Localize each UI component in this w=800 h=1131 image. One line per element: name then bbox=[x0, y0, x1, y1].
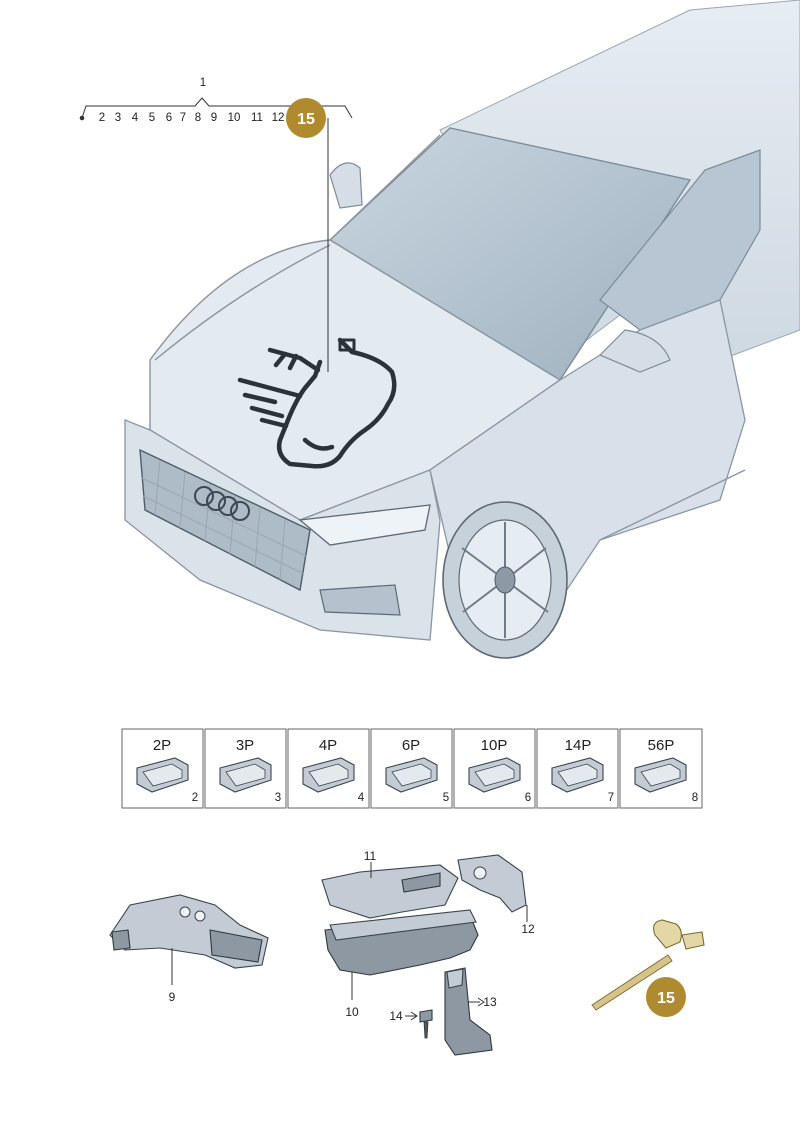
callout-number: 6 bbox=[166, 112, 172, 124]
right-mirror bbox=[598, 329, 671, 373]
callout-number: 3 bbox=[115, 112, 121, 124]
connector-type-label: 2P bbox=[153, 737, 171, 754]
part-10-box[interactable] bbox=[324, 909, 479, 1000]
connector-number: 8 bbox=[692, 792, 698, 804]
callout-number: 4 bbox=[132, 112, 139, 124]
callout-group-label: 1 bbox=[200, 77, 206, 89]
engine-wiring-harness bbox=[237, 337, 397, 469]
connector-box[interactable]: 3P 3 bbox=[204, 728, 287, 809]
connector-icon bbox=[302, 757, 355, 793]
connector-type-label: 14P bbox=[565, 737, 592, 754]
connector-number: 2 bbox=[192, 792, 198, 804]
callout-number: 8 bbox=[195, 112, 201, 124]
callout-number: 10 bbox=[228, 112, 241, 124]
connector-box[interactable]: 6P 5 bbox=[370, 728, 453, 809]
part-number-10: 10 bbox=[345, 1005, 359, 1019]
callout-number: 2 bbox=[99, 112, 105, 124]
left-mirror bbox=[329, 162, 363, 209]
part-11-cover[interactable] bbox=[321, 862, 459, 919]
callout-bracket bbox=[79, 97, 353, 372]
connector-number: 4 bbox=[358, 792, 365, 804]
connector-type-label: 3P bbox=[236, 737, 254, 754]
connector-icon bbox=[219, 757, 272, 793]
part-14-screw[interactable] bbox=[405, 1009, 433, 1039]
connector-box[interactable]: 2P 2 bbox=[121, 728, 204, 809]
callout-number: 7 bbox=[180, 112, 186, 124]
connector-table: 2P 2 3P 3 4P 4 bbox=[121, 728, 703, 809]
connector-icon bbox=[468, 757, 521, 793]
connector-box[interactable]: 4P 4 bbox=[287, 728, 370, 809]
callout-number: 5 bbox=[149, 112, 155, 124]
callout-number: 12 bbox=[272, 112, 285, 124]
front-wheel bbox=[442, 501, 568, 659]
connector-type-label: 6P bbox=[402, 737, 420, 754]
connector-box[interactable]: 14P 7 bbox=[536, 728, 619, 809]
grille bbox=[139, 448, 311, 592]
headlight bbox=[298, 504, 431, 546]
connector-type-label: 56P bbox=[648, 737, 675, 754]
connector-type-label: 10P bbox=[481, 737, 508, 754]
connector-type-label: 4P bbox=[319, 737, 337, 754]
car-illustration bbox=[124, 0, 800, 659]
connector-icon bbox=[136, 757, 189, 793]
connector-icon bbox=[634, 757, 687, 793]
part-13-holder[interactable] bbox=[444, 967, 493, 1056]
callout-number-row: 2 3 4 5 6 7 8 9 10 11 12 bbox=[99, 112, 285, 124]
part-15-cable-tie[interactable] bbox=[591, 919, 705, 1011]
part-number-14: 14 bbox=[389, 1009, 403, 1023]
connector-number: 7 bbox=[608, 792, 614, 804]
part-9-duct[interactable] bbox=[109, 894, 269, 985]
connector-number: 6 bbox=[525, 792, 531, 804]
part-number-13: 13 bbox=[483, 995, 497, 1009]
callout-number: 11 bbox=[251, 112, 263, 124]
badge-top-label: 15 bbox=[297, 111, 315, 128]
part-number-12: 12 bbox=[521, 922, 535, 936]
connector-number: 3 bbox=[275, 792, 281, 804]
part-12-bracket[interactable] bbox=[457, 854, 528, 922]
part-number-9: 9 bbox=[169, 990, 176, 1004]
badge-top[interactable]: 15 bbox=[286, 98, 326, 138]
badge-bottom[interactable]: 15 bbox=[646, 977, 686, 1017]
rings-logo bbox=[194, 486, 250, 521]
connector-icon bbox=[551, 757, 604, 793]
callout-number: 9 bbox=[211, 112, 217, 124]
connector-box[interactable]: 56P 8 bbox=[619, 728, 703, 809]
connector-number: 5 bbox=[443, 792, 449, 804]
connector-box[interactable]: 10P 6 bbox=[453, 728, 536, 809]
badge-bottom-label: 15 bbox=[657, 990, 675, 1007]
part-number-11: 11 bbox=[364, 849, 377, 863]
connector-icon bbox=[385, 757, 438, 793]
